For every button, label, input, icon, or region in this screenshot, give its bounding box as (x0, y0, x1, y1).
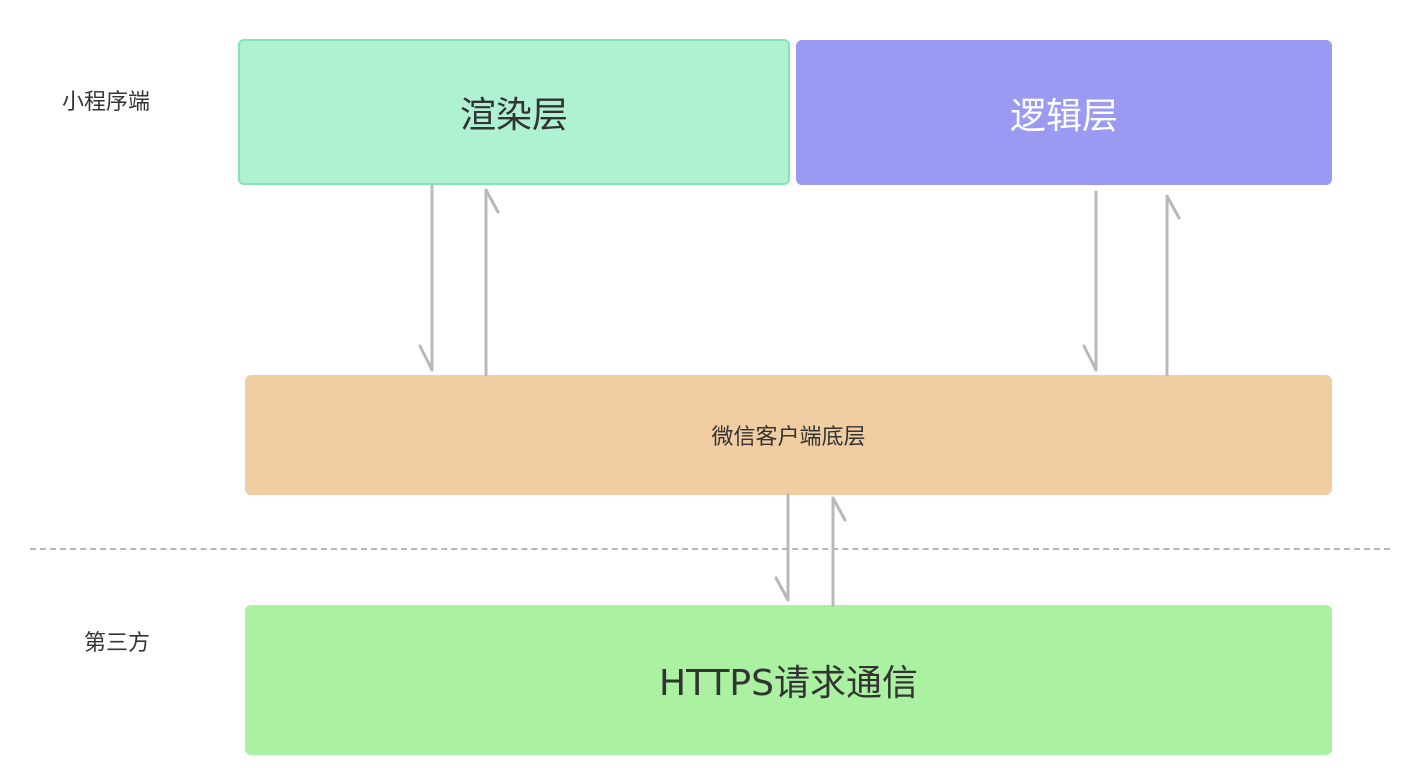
arrow-render-to-base (418, 184, 434, 372)
logic-layer-label: 逻辑层 (1009, 95, 1118, 137)
arrow-logic-to-base (1082, 190, 1098, 372)
render-layer-label: 渲染层 (459, 95, 568, 136)
wechat-base-layer-label: 微信客户端底层 (711, 425, 866, 450)
arrow-base-to-render (484, 188, 500, 377)
arrow-base-to-logic (1165, 194, 1181, 377)
render-layer-block: 渲染层 (238, 39, 790, 185)
arrow-https-to-base (831, 496, 847, 607)
https-request-block: HTTPS请求通信 (245, 605, 1332, 755)
section-divider (30, 548, 1390, 550)
logic-layer-block: 逻辑层 (796, 40, 1332, 185)
wechat-base-layer-block: 微信客户端底层 (245, 375, 1332, 495)
client-side-label: 小程序端 (62, 90, 151, 115)
third-party-label: 第三方 (84, 631, 151, 656)
https-request-label: HTTPS请求通信 (659, 663, 918, 704)
